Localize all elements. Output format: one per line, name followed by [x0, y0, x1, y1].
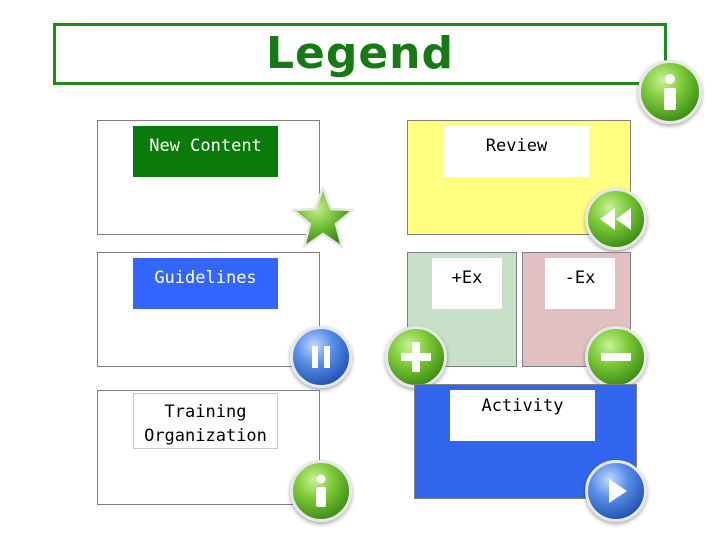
activity-swatch: Activity — [450, 390, 595, 441]
legend-header: Legend — [53, 23, 667, 85]
legend-title: Legend — [265, 28, 455, 79]
minus-ex-swatch: -Ex — [545, 258, 615, 309]
plus-ex-label: +Ex — [451, 268, 483, 288]
minus-ex-label: -Ex — [564, 268, 596, 288]
play-icon — [585, 460, 647, 522]
minus-icon — [585, 326, 647, 388]
star-icon — [290, 185, 356, 251]
guidelines-swatch: Guidelines — [133, 258, 278, 309]
rewind-icon — [585, 188, 647, 250]
plus-icon — [385, 326, 447, 388]
activity-label: Activity — [481, 396, 564, 416]
training-org-label: Training Organization — [144, 402, 267, 446]
new-content-label: New Content — [149, 136, 262, 156]
new-content-swatch: New Content — [133, 126, 278, 177]
review-swatch: Review — [444, 126, 589, 177]
plus-ex-swatch: +Ex — [432, 258, 502, 309]
info-icon — [290, 460, 352, 522]
pause-icon — [290, 326, 352, 388]
training-org-swatch: Training Organization — [133, 393, 278, 449]
info-icon — [638, 60, 702, 124]
review-label: Review — [485, 136, 548, 156]
guidelines-label: Guidelines — [154, 268, 257, 288]
